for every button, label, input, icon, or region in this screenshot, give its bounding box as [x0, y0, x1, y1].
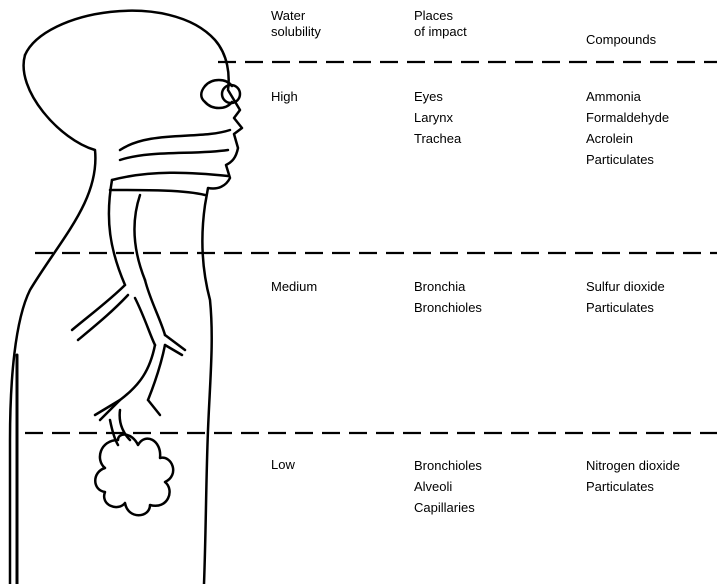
compound-item: Ammonia: [586, 86, 669, 107]
compound-item: Sulfur dioxide: [586, 276, 665, 297]
compound-item: Particulates: [586, 149, 669, 170]
back-outline: [10, 55, 95, 584]
header-places-line2: of impact: [414, 24, 467, 40]
header-water-solubility: Water solubility: [271, 8, 321, 40]
place-item: Bronchioles: [414, 455, 482, 476]
trachea: [109, 180, 125, 285]
solubility-medium: Medium: [271, 278, 317, 295]
compounds-high: Ammonia Formaldehyde Acrolein Particulat…: [586, 86, 669, 170]
place-item: Trachea: [414, 128, 461, 149]
header-places-of-impact: Places of impact: [414, 8, 467, 40]
compounds-medium: Sulfur dioxide Particulates: [586, 276, 665, 318]
places-medium: Bronchia Bronchioles: [414, 276, 482, 318]
compounds-low: Nitrogen dioxide Particulates: [586, 455, 680, 497]
solubility-low: Low: [271, 456, 295, 473]
compound-item: Formaldehyde: [586, 107, 669, 128]
header-places-line1: Places: [414, 8, 467, 24]
place-item: Alveoli: [414, 476, 482, 497]
compound-item: Acrolein: [586, 128, 669, 149]
header-water-solubility-line2: solubility: [271, 24, 321, 40]
places-high: Eyes Larynx Trachea: [414, 86, 461, 149]
place-item: Bronchia: [414, 276, 482, 297]
place-item: Larynx: [414, 107, 461, 128]
compound-item: Nitrogen dioxide: [586, 455, 680, 476]
header-water-solubility-line1: Water: [271, 8, 321, 24]
places-low: Bronchioles Alveoli Capillaries: [414, 455, 482, 518]
alveoli: [95, 435, 173, 516]
nasal-cavity: [120, 130, 230, 150]
place-item: Capillaries: [414, 497, 482, 518]
header-compounds: Compounds: [586, 32, 656, 48]
solubility-high: High: [271, 88, 298, 105]
place-item: Eyes: [414, 86, 461, 107]
compound-item: Particulates: [586, 476, 680, 497]
compound-item: Particulates: [586, 297, 665, 318]
body-outline: [25, 11, 242, 584]
place-item: Bronchioles: [414, 297, 482, 318]
bronchioles: [95, 345, 155, 415]
